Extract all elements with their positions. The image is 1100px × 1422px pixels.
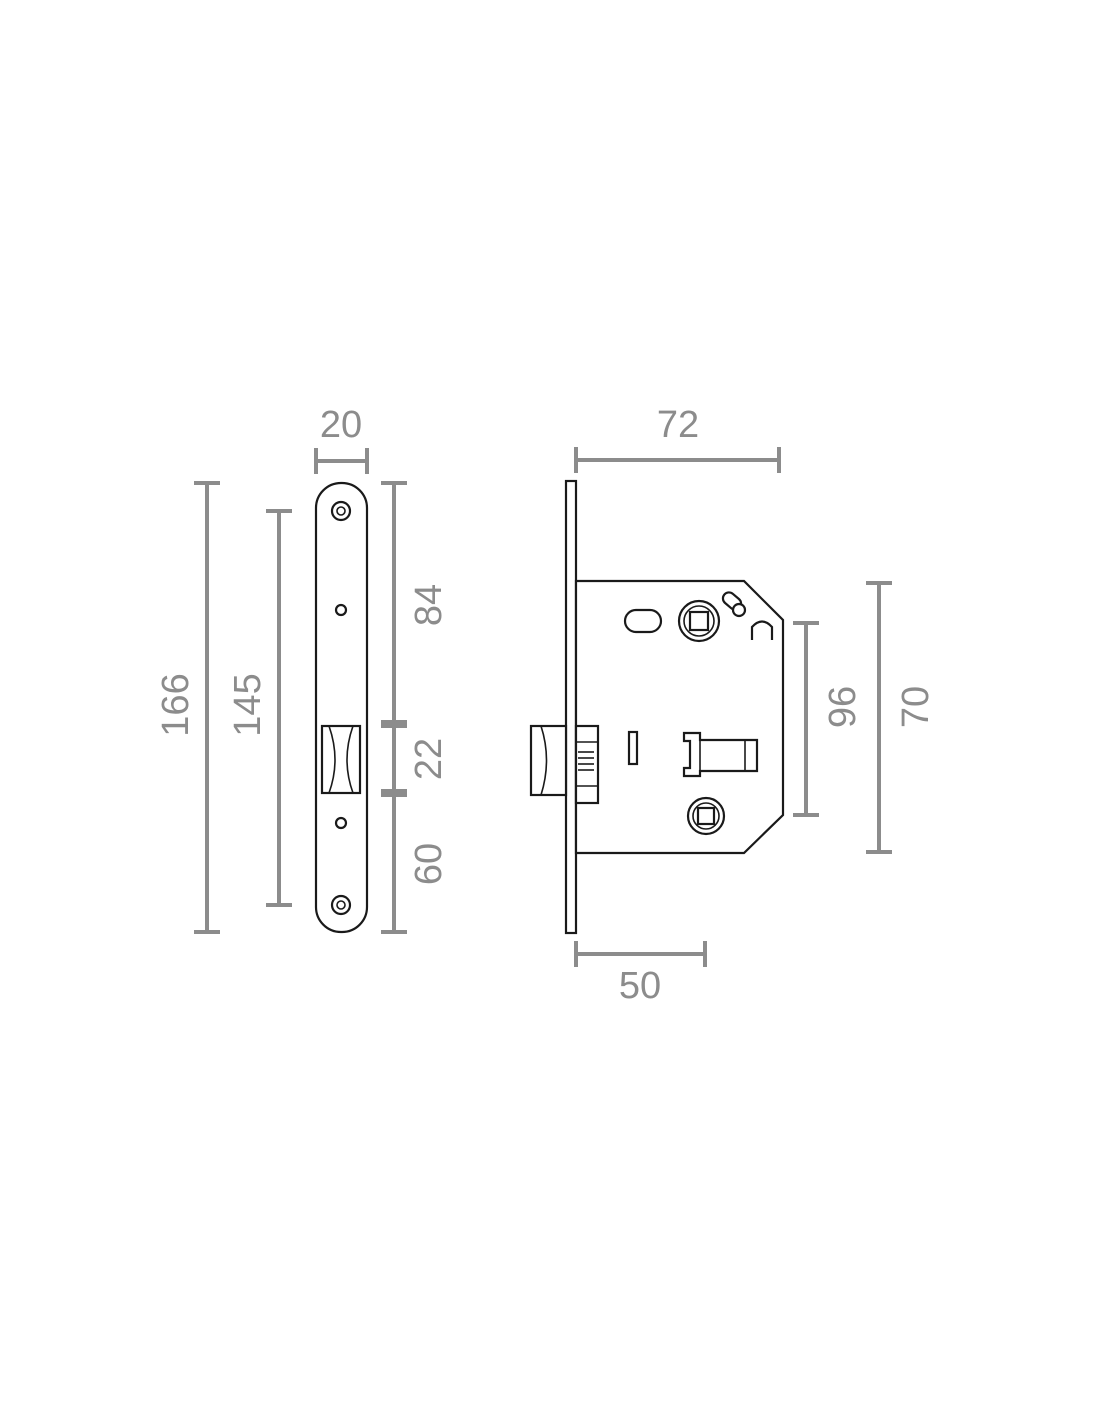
faceplate-total-height-label: 166 [155,673,197,736]
screw-spacing-label: 145 [227,673,269,736]
top-screw-hole [330,500,352,522]
upper-follower [677,599,721,643]
case-height-label: 96 [822,686,864,728]
lower-from-latch-label: 60 [408,843,450,885]
dimension-follower-to-key: 70 [866,581,937,854]
case-depth-label: 72 [657,404,699,446]
dimension-backset: 50 [574,941,707,1007]
lock-case [574,579,785,855]
latch-height-label: 22 [408,738,450,780]
dimension-faceplate-width: 20 [314,404,369,474]
latch-bolt [529,724,600,805]
dimension-screw-spacing: 145 [227,509,292,907]
upper-to-latch-label: 84 [408,584,450,626]
faceplate-width-label: 20 [320,404,362,446]
cam-pin [721,591,747,618]
case-notch [750,620,774,640]
pivot-slot [623,608,663,634]
upper-pin-hole [334,603,348,617]
backset-label: 50 [619,965,661,1007]
latch-opening [320,724,362,795]
dimension-case-depth: 72 [574,404,781,473]
dimension-chain-right: 84 22 60 [381,481,450,934]
keyhole-slot [627,730,639,766]
lower-pin-hole [334,816,348,830]
bolt-mechanism [682,731,759,778]
follower-to-key-label: 70 [895,686,937,728]
dimension-case-height: 96 [793,621,864,817]
bottom-screw-hole [330,894,352,916]
dimension-faceplate-total-height: 166 [155,481,220,934]
lower-follower [686,796,726,836]
faceplate-view: 20 166 145 84 22 60 [155,404,450,934]
forend-plate [564,479,578,935]
faceplate [314,481,369,934]
side-view: 72 50 96 70 [529,404,937,1007]
